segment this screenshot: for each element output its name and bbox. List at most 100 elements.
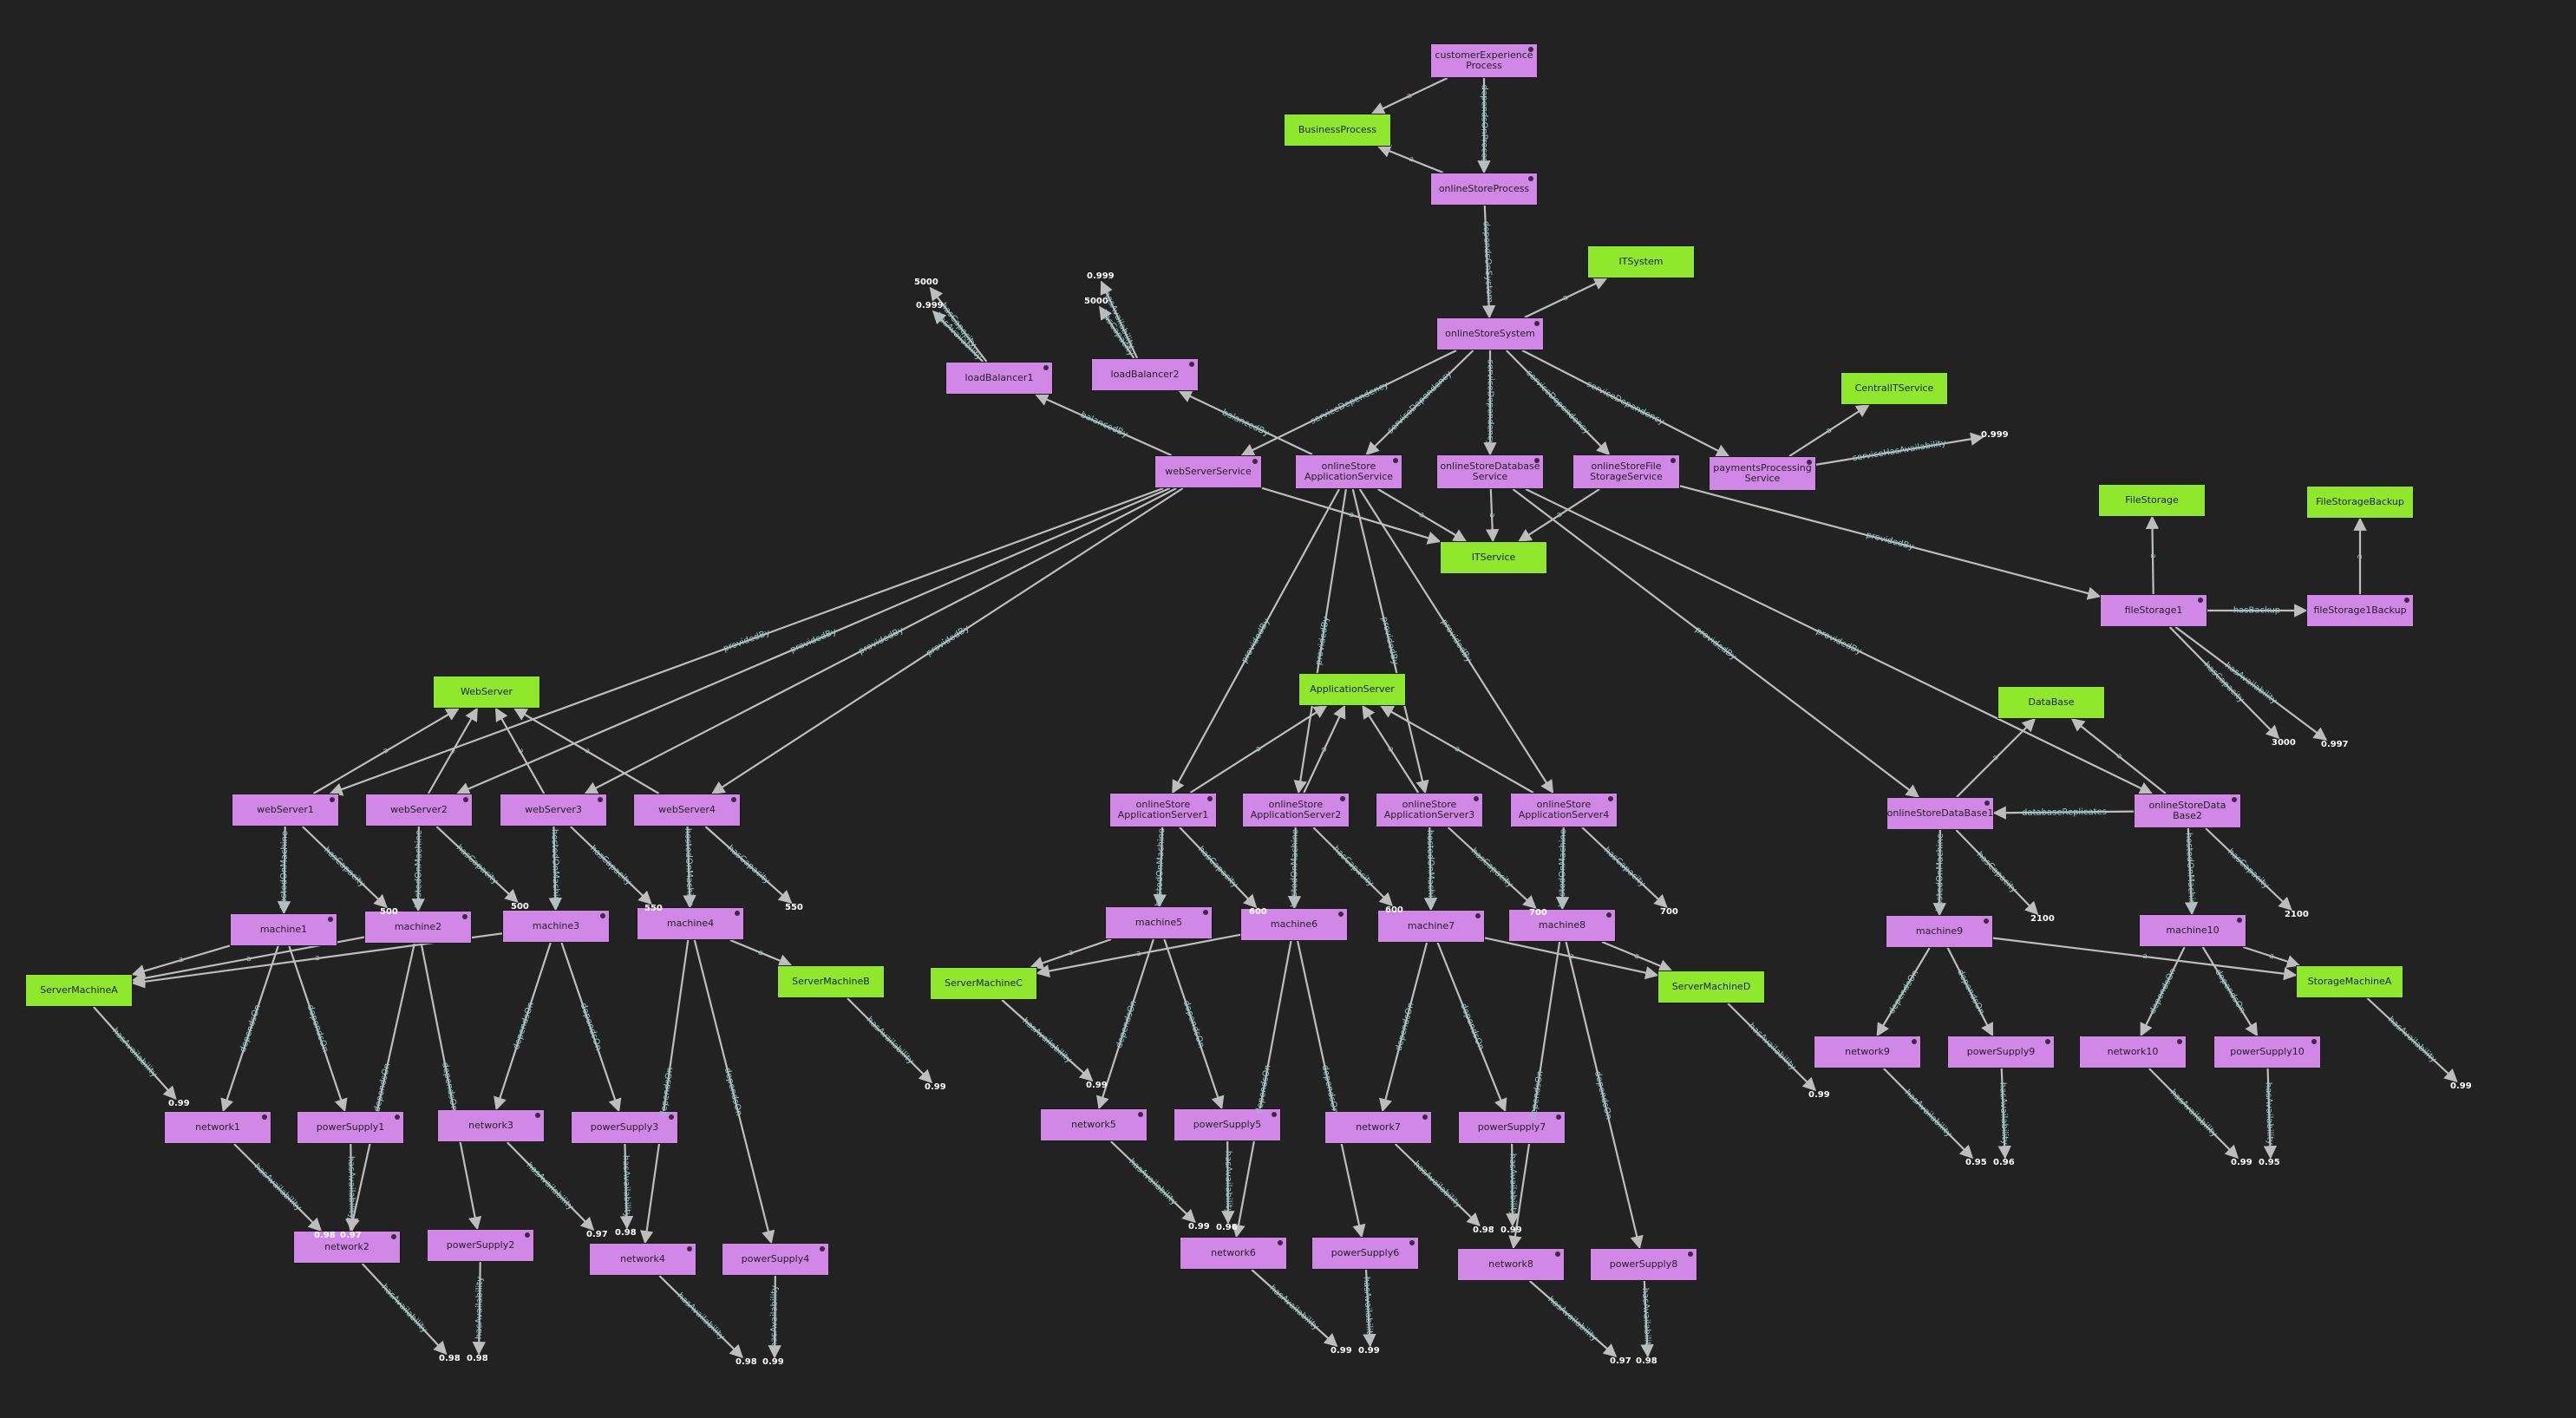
node-central-itservice[interactable]: CentralITService xyxy=(1840,372,1948,405)
node-power-supply3[interactable]: powerSupply3 xyxy=(571,1111,678,1144)
edge-depends-on xyxy=(640,939,690,1245)
edge-has-availability xyxy=(658,1275,743,1359)
node-network10[interactable]: network10 xyxy=(2079,1036,2187,1068)
node-storage-machine-a[interactable]: StorageMachineA xyxy=(2296,965,2403,998)
edge-depends-on xyxy=(220,945,279,1113)
node-network9[interactable]: network9 xyxy=(1814,1036,1921,1068)
literal-value: 550 xyxy=(644,904,663,913)
node-network3[interactable]: network3 xyxy=(437,1109,545,1142)
node-handle-icon xyxy=(1207,796,1213,801)
node-file-storage[interactable]: FileStorage xyxy=(2098,484,2206,517)
node-machine3[interactable]: machine3 xyxy=(502,910,610,943)
edge-depends-on xyxy=(1232,940,1292,1238)
node-load-balancer1[interactable]: loadBalancer1 xyxy=(945,362,1053,395)
edge-has-capacity xyxy=(1447,827,1537,910)
node-power-supply5[interactable]: powerSupply5 xyxy=(1174,1108,1281,1141)
edge-label: dependsOnProcess xyxy=(1479,83,1489,167)
node-web-server-service[interactable]: webServerService xyxy=(1154,455,1262,488)
node-machine8[interactable]: machine8 xyxy=(1508,909,1616,942)
node-network4[interactable]: network4 xyxy=(589,1243,696,1276)
node-power-supply9[interactable]: powerSupply9 xyxy=(1947,1036,2055,1068)
node-power-supply6[interactable]: powerSupply6 xyxy=(1311,1237,1419,1270)
node-online-store-system[interactable]: onlineStoreSystem xyxy=(1436,317,1544,350)
edge-provided-by xyxy=(710,487,1184,794)
node-power-supply7[interactable]: powerSupply7 xyxy=(1458,1111,1566,1144)
node-business-process[interactable]: BusinessProcess xyxy=(1284,114,1391,147)
node-file-storage-backup[interactable]: FileStorageBackup xyxy=(2306,486,2414,519)
node-label: onlineStore ApplicationService xyxy=(1304,461,1394,482)
node-machine6[interactable]: machine6 xyxy=(1240,908,1348,941)
node-handle-icon xyxy=(2311,1039,2317,1044)
edge-has-availability xyxy=(344,1143,359,1232)
node-network5[interactable]: network5 xyxy=(1040,1108,1147,1141)
literal-value: 2100 xyxy=(2030,914,2055,924)
node-online-store-application-service[interactable]: onlineStore ApplicationService xyxy=(1295,454,1402,489)
node-handle-icon xyxy=(462,914,467,919)
node-machine1[interactable]: machine1 xyxy=(230,913,337,946)
node-power-supply10[interactable]: powerSupply10 xyxy=(2213,1036,2321,1068)
node-payments-processing-service[interactable]: paymentsProcessing Service xyxy=(1709,456,1816,491)
node-machine7[interactable]: machine7 xyxy=(1377,910,1485,943)
node-label: machine9 xyxy=(1915,925,1964,937)
edge-depends-on xyxy=(1163,938,1225,1110)
node-load-balancer2[interactable]: loadBalancer2 xyxy=(1091,358,1199,391)
node-label: webServer1 xyxy=(257,804,314,815)
node-label: CentralITService xyxy=(1854,382,1934,394)
node-online-store-data-base2[interactable]: onlineStoreData Base2 xyxy=(2134,794,2241,828)
node-network8[interactable]: network8 xyxy=(1457,1248,1565,1281)
node-machine4[interactable]: machine4 xyxy=(637,907,744,940)
node-online-store-application-server3[interactable]: onlineStore ApplicationServer3 xyxy=(1376,793,1483,827)
node-online-store-application-server1[interactable]: onlineStore ApplicationServer1 xyxy=(1109,793,1217,827)
edge-label: hasAvailability xyxy=(1507,1153,1518,1217)
node-label: paymentsProcessing Service xyxy=(1713,462,1812,484)
node-web-server4[interactable]: webServer4 xyxy=(633,794,741,827)
node-web-server2[interactable]: webServer2 xyxy=(365,794,473,827)
node-machine10[interactable]: machine10 xyxy=(2139,914,2246,947)
edge-has-availability xyxy=(1363,1269,1376,1348)
node-file-storage1-backup[interactable]: fileStorage1Backup xyxy=(2306,594,2414,627)
node-server-machine-c[interactable]: ServerMachineC xyxy=(930,967,1037,1000)
node-online-store-file-storage-service[interactable]: onlineStoreFile StorageService xyxy=(1572,454,1680,489)
node-server-machine-a[interactable]: ServerMachineA xyxy=(25,974,133,1007)
edge-balanced-by xyxy=(1178,390,1313,455)
node-online-store-database-service[interactable]: onlineStoreDatabase Service xyxy=(1436,454,1544,489)
node-online-store-application-server4[interactable]: onlineStore ApplicationServer4 xyxy=(1510,793,1618,827)
node-label: webServer4 xyxy=(658,804,716,815)
node-online-store-process[interactable]: onlineStoreProcess xyxy=(1430,173,1538,206)
node-power-supply8[interactable]: powerSupply8 xyxy=(1590,1248,1697,1281)
node-label: powerSupply1 xyxy=(316,1121,385,1133)
node-label: machine4 xyxy=(666,918,715,929)
node-label: network4 xyxy=(620,1253,665,1264)
node-server-machine-d[interactable]: ServerMachineD xyxy=(1657,970,1765,1003)
node-server-machine-b[interactable]: ServerMachineB xyxy=(777,965,885,998)
node-online-store-data-base1[interactable]: onlineStoreDataBase1 xyxy=(1886,797,1994,830)
node-data-base[interactable]: DataBase xyxy=(1997,686,2105,719)
literal-value: 0.98 xyxy=(1473,1225,1494,1235)
node-network2[interactable]: network2 xyxy=(293,1231,401,1264)
node-file-storage1[interactable]: fileStorage1 xyxy=(2100,594,2207,627)
node-network1[interactable]: network1 xyxy=(164,1111,271,1144)
node-web-server3[interactable]: webServer3 xyxy=(500,794,607,827)
edge-a xyxy=(1518,488,1600,542)
node-handle-icon xyxy=(1475,913,1481,918)
node-online-store-application-server2[interactable]: onlineStore ApplicationServer2 xyxy=(1242,793,1350,827)
node-label: fileStorage1 xyxy=(2124,604,2183,616)
node-itservice[interactable]: ITService xyxy=(1440,541,1547,574)
node-power-supply2[interactable]: powerSupply2 xyxy=(427,1229,534,1262)
node-machine2[interactable]: machine2 xyxy=(364,911,472,944)
node-web-server[interactable]: WebServer xyxy=(433,676,540,709)
edge-a xyxy=(1377,488,1468,542)
node-itsystem[interactable]: ITSystem xyxy=(1587,245,1695,278)
node-network7[interactable]: network7 xyxy=(1324,1111,1432,1144)
node-power-supply1[interactable]: powerSupply1 xyxy=(297,1111,404,1144)
node-customer-experience-process[interactable]: customerExperience Process xyxy=(1430,43,1538,78)
node-power-supply4[interactable]: powerSupply4 xyxy=(722,1243,829,1276)
edge-hosted-on-machine xyxy=(683,826,696,909)
node-web-server1[interactable]: webServer1 xyxy=(232,794,339,827)
node-machine9[interactable]: machine9 xyxy=(1886,915,1993,948)
node-application-server[interactable]: ApplicationServer xyxy=(1298,673,1406,706)
node-machine5[interactable]: machine5 xyxy=(1105,906,1213,939)
node-label: machine6 xyxy=(1270,918,1318,930)
node-network6[interactable]: network6 xyxy=(1180,1237,1287,1270)
